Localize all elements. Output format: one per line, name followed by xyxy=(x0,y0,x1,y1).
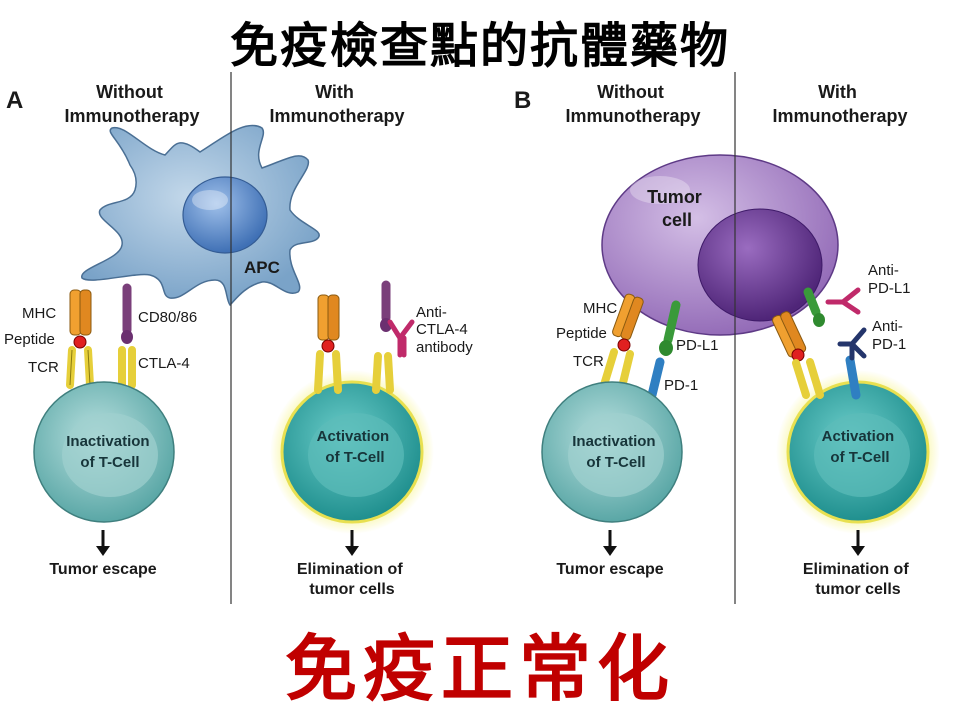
pdl1-pd1-complex xyxy=(647,300,681,400)
tumor-nucleus xyxy=(697,208,823,322)
panel-b-left-cell-label: Inactivation of T-Cell xyxy=(572,433,660,471)
tumor-highlight xyxy=(630,176,690,204)
apc-nucleus-highlight xyxy=(192,190,228,210)
mhc-peptide-tcr-complex-b-treated xyxy=(772,311,824,399)
panel-b-letter: B xyxy=(514,87,531,114)
panel-a-right-outcome: Elimination of tumor cells xyxy=(297,561,407,598)
cd80-blocked xyxy=(372,280,394,394)
panel-a-right-header: With Immunotherapy xyxy=(269,82,404,126)
panel-a-letter: A xyxy=(6,87,23,114)
panel-a-right-cell-label: Activation of T-Cell xyxy=(317,428,394,466)
apc-nucleus xyxy=(182,176,268,254)
anti-pdl1-label: Anti- PD-L1 xyxy=(868,262,911,297)
down-arrow-icon xyxy=(603,530,617,556)
inactive-t-cell-b-nucleus xyxy=(568,413,664,497)
active-t-cell-nucleus xyxy=(308,413,404,497)
pdl1-label: PD-L1 xyxy=(676,337,719,354)
pd1-label: PD-1 xyxy=(664,377,698,394)
mhc-peptide-tcr-complex xyxy=(66,289,94,389)
mhc-label-b: MHC xyxy=(583,300,617,317)
tumor-label: Tumor cell xyxy=(647,187,707,230)
down-arrow-icon xyxy=(851,530,865,556)
cd80-ctla4-complex xyxy=(118,283,136,389)
down-arrow-icon xyxy=(96,530,110,556)
panel-b-right-cell-label: Activation of T-Cell xyxy=(822,428,899,466)
panel-a-left-header: Without Immunotherapy xyxy=(64,82,199,126)
peptide-label: Peptide xyxy=(4,331,55,348)
tcr-label: TCR xyxy=(28,359,59,376)
anti-pd1-label: Anti- PD-1 xyxy=(872,318,907,353)
mhc-label: MHC xyxy=(22,305,56,322)
down-arrow-icon xyxy=(345,530,359,556)
anti-ctla4-label: Anti- CTLA-4 antibody xyxy=(416,304,473,356)
panel-a-left-cell-label: Inactivation of T-Cell xyxy=(66,433,154,471)
apc-label: APC xyxy=(244,258,280,277)
ctla4-label: CTLA-4 xyxy=(138,355,190,372)
panel-b-right-header: With Immunotherapy xyxy=(772,82,907,126)
active-t-cell-b-nucleus xyxy=(814,413,910,497)
mhc-peptide-tcr-complex-treated xyxy=(314,294,342,394)
cd80-label: CD80/86 xyxy=(138,309,197,326)
anti-ctla4-antibody-icon xyxy=(387,319,415,358)
panel-b-right-outcome: Elimination of tumor cells xyxy=(803,561,913,598)
panel-b-left-outcome: Tumor escape xyxy=(556,561,663,578)
page-subtitle: 免疫正常化 xyxy=(284,627,675,711)
page-title: 免疫檢查點的抗體藥物 xyxy=(229,18,730,74)
anti-pdl1-antibody-icon xyxy=(825,287,861,315)
inactive-t-cell-nucleus xyxy=(62,413,158,497)
peptide-label-b: Peptide xyxy=(556,325,607,342)
panel-a-left-outcome: Tumor escape xyxy=(49,561,156,578)
pd1-receptor xyxy=(845,355,861,400)
tcr-label-b: TCR xyxy=(573,353,604,370)
anti-pd1-antibody-icon xyxy=(837,327,867,361)
mhc-peptide-tcr-complex-b xyxy=(600,293,644,391)
pdl1-blocked xyxy=(803,287,825,327)
panel-b-left-header: Without Immunotherapy xyxy=(565,82,700,126)
